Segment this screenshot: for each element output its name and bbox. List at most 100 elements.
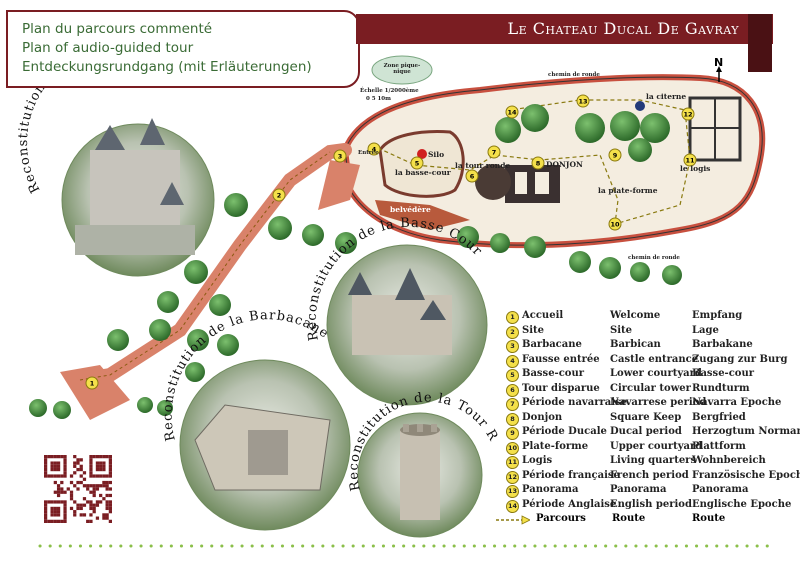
legend-de: Zugang zur Burg xyxy=(692,353,788,365)
legend-de: Rundturm xyxy=(692,382,750,394)
title-banner: Le Chateau Ducal De Gavray xyxy=(356,14,773,44)
svg-text:7: 7 xyxy=(492,149,497,157)
legend-en: Panorama xyxy=(610,484,667,495)
legend-en: Circular tower xyxy=(610,382,691,394)
reconstruction-haute-cour xyxy=(61,118,215,277)
legend-number: 1 xyxy=(506,311,519,324)
legend-en: Square Keep xyxy=(610,411,682,423)
reconstruction-barbacane xyxy=(179,359,351,531)
svg-text:9: 9 xyxy=(613,152,618,160)
tour-route xyxy=(377,99,691,225)
route-arrow-icon xyxy=(496,515,530,525)
map-stop-2: 2 xyxy=(272,188,286,202)
map-label-scale-ticks: 0 5 10m xyxy=(366,96,391,102)
qr-code[interactable] xyxy=(44,455,112,523)
legend-fr: Période française xyxy=(522,469,620,481)
legend-en: Site xyxy=(610,324,633,336)
svg-text:10: 10 xyxy=(610,221,620,229)
legend-fr: Période navarraise xyxy=(522,397,628,408)
legend-number: 12 xyxy=(506,470,519,484)
legend-en: Navarrese period xyxy=(610,397,707,408)
map-stop-markers: 1 2 3 4 5 6 7 8 9 10 11 12 13 14 xyxy=(85,94,697,390)
map-label-donjon: DONJON xyxy=(546,160,583,169)
legend-number: 7 xyxy=(506,398,519,411)
banner-title: Le Chateau Ducal De Gavray xyxy=(507,19,739,38)
legend-number: 5 xyxy=(506,369,519,382)
legend-fr: Basse-cour xyxy=(522,368,585,379)
map-label-chemin-bottom: chemin de ronde xyxy=(628,255,680,261)
legend-de: Französische Epoche xyxy=(692,469,800,481)
legend-fr: Fausse entrée xyxy=(522,353,600,365)
svg-text:14: 14 xyxy=(507,109,517,117)
legend-fr: Période Ducale xyxy=(522,426,607,437)
legend-route-row: Parcours Route Route xyxy=(496,513,776,527)
legend-number: 3 xyxy=(506,340,519,353)
legend-fr: Barbacane xyxy=(522,339,582,350)
subtitle-en: Plan of audio-guided tour xyxy=(22,40,194,56)
legend-number: 11 xyxy=(506,456,519,469)
trees xyxy=(29,104,682,419)
legend-fr: Plate-forme xyxy=(522,440,589,452)
legend-number: 13 xyxy=(506,485,519,498)
map-label-basse-cour: la basse-cour xyxy=(395,168,451,177)
map-label-tour-ronde: la tour ronde xyxy=(455,161,511,170)
route-en: Route xyxy=(612,513,646,524)
legend-en: Upper courtyard xyxy=(610,440,703,452)
subtitle-de: Entdeckungsrundgang (mit Erläuterungen) xyxy=(22,59,312,75)
legend-en: Lower courtyard xyxy=(610,368,702,379)
legend-fr: Accueil xyxy=(522,310,564,321)
map-stop-13: 13 xyxy=(576,94,590,108)
legend-de: Lage xyxy=(692,324,719,336)
map-label-entree: Entrée xyxy=(358,150,379,156)
legend-de: Herzogtum Normandie xyxy=(692,426,800,437)
svg-text:1: 1 xyxy=(90,380,95,388)
legend-de: Barbakane xyxy=(692,339,753,350)
legend-en: Barbican xyxy=(610,339,661,350)
reconstruction-tour-ronde xyxy=(357,412,483,538)
map-label-zone: Zone pique-nique xyxy=(383,63,421,75)
svg-text:6: 6 xyxy=(470,173,475,181)
legend-en: Ducal period xyxy=(610,426,682,437)
legend-number: 6 xyxy=(506,383,519,397)
legend-fr: Site xyxy=(522,324,545,336)
legend-en: Welcome xyxy=(610,310,661,321)
map-stop-10: 10 xyxy=(608,217,622,231)
route-de: Route xyxy=(692,513,726,524)
map-stop-14: 14 xyxy=(505,105,519,119)
map-stop-3: 3 xyxy=(333,149,347,163)
north-label: N xyxy=(714,56,724,69)
map-label-logis: le logis xyxy=(680,164,711,173)
legend-en: Castle entrance xyxy=(610,353,699,365)
reconstruction-basse-cour xyxy=(326,244,488,406)
map-label-citerne: la citerne xyxy=(646,92,687,101)
legend-number: 10 xyxy=(506,441,519,455)
legend-en: English period xyxy=(610,498,692,510)
legend-de: Empfang xyxy=(692,310,743,321)
legend-number: 2 xyxy=(506,325,519,339)
map-stop-5: 5 xyxy=(410,156,424,170)
picnic-zone xyxy=(371,55,433,85)
legend-de: Basse-cour xyxy=(692,368,755,379)
svg-text:3: 3 xyxy=(338,153,343,161)
legend-fr: Panorama xyxy=(522,484,579,495)
map-label-plate-forme: la plate-forme xyxy=(598,186,658,195)
svg-text:8: 8 xyxy=(536,160,541,168)
svg-text:5: 5 xyxy=(415,160,420,168)
map-stop-12: 12 xyxy=(681,107,695,121)
svg-text:12: 12 xyxy=(683,111,692,119)
legend-fr: Logis xyxy=(522,455,553,466)
map-label-scale: Échelle 1/2000ème xyxy=(360,88,419,94)
svg-text:13: 13 xyxy=(578,98,587,106)
legend-fr: Donjon xyxy=(522,411,563,423)
legend-en: French period xyxy=(610,469,689,481)
